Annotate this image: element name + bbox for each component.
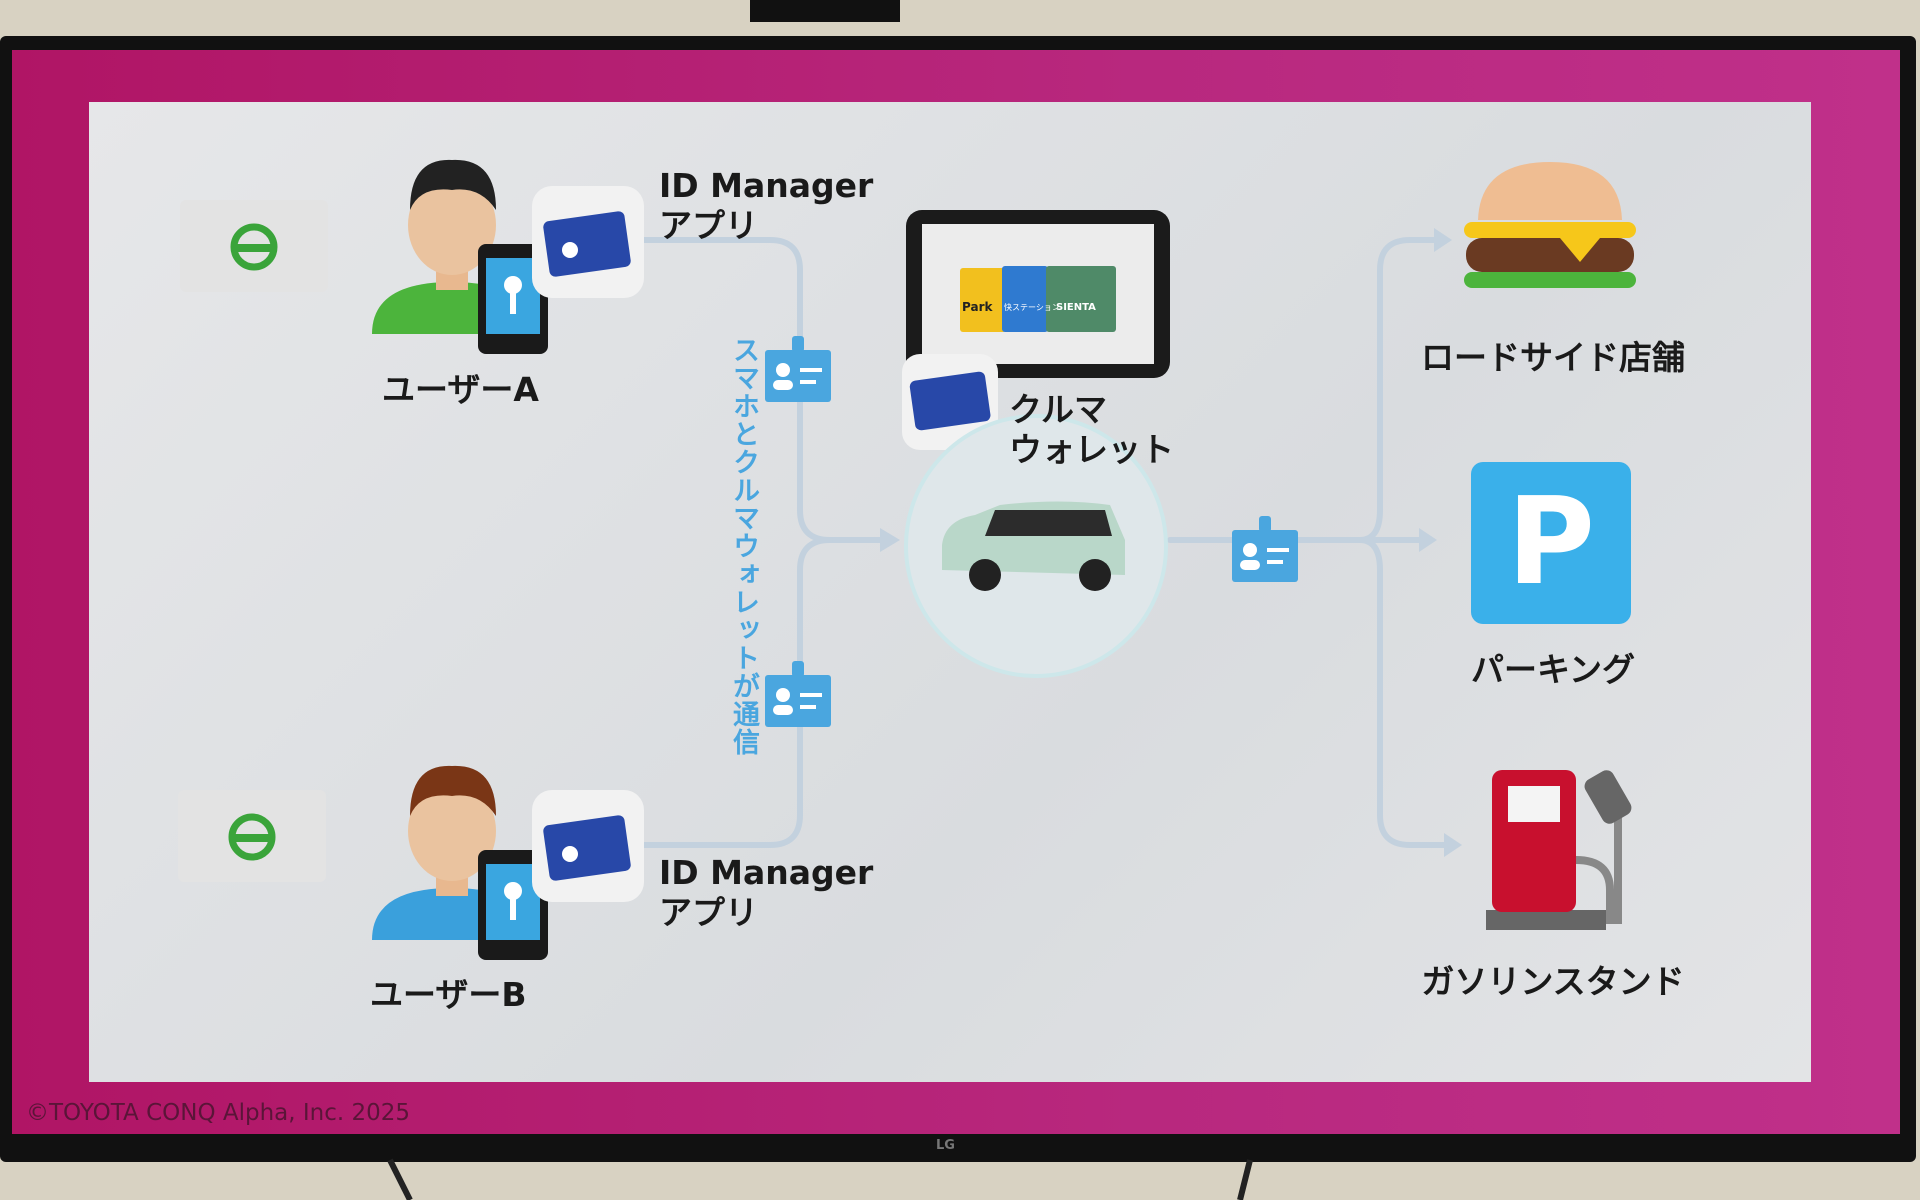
app-label-line1: ID Manager [659,853,874,892]
card-sienta: SIENTA [1056,302,1096,313]
app-label-line2: アプリ [659,206,758,245]
car-wallet-tablet [906,210,1170,378]
id-badge-icon [765,661,831,727]
arrowheads [880,228,1462,857]
card-park: Park [962,300,993,314]
car-key-card-icon [178,790,326,882]
user-b-app-label: ID Manager アプリ [659,853,873,933]
camera [750,0,900,22]
destination-roadside-label: ロードサイド店舗 [1421,338,1685,377]
monitor-brand-logo: LG [936,1138,955,1153]
car-wallet-line2: ウォレット [1009,430,1174,469]
car-icon [942,501,1125,591]
destination-gas-label: ガソリンスタンド [1421,962,1685,1001]
user-a-app-label: ID Manager アプリ [659,166,873,246]
id-manager-app-icon [532,186,644,298]
card-station: 快ステーション [1004,303,1060,312]
car-wallet-app-icon [902,354,998,450]
car-wallet-label: クルマ ウォレット [1009,390,1174,470]
user-a-label: ユーザーA [382,370,539,409]
line-user-b [637,537,833,848]
car-wallet-line1: クルマ [1009,390,1108,429]
monitor-stand [387,1158,1253,1200]
app-label-line1: ID Manager [659,166,874,205]
user-a-avatar [372,159,548,354]
parking-glyph: P [1507,473,1595,612]
burger-icon [1464,162,1636,288]
gas-pump-icon [1486,770,1632,930]
parking-icon [1471,462,1631,624]
car-key-card-icon [180,200,328,292]
id-manager-app-icon [532,790,644,902]
app-label-line2: アプリ [659,893,758,932]
line-gas [1357,537,1453,848]
copyright: ©TOYOTA CONQ Alpha, Inc. 2025 [26,1100,411,1126]
user-b-avatar [372,765,548,960]
flow-lines [637,237,1453,848]
communication-label: スマホとクルマウォレットが通信 [728,336,759,756]
id-badge-icon [1232,516,1298,582]
destination-parking-label: パーキング [1470,650,1636,689]
id-badge-icon [765,336,831,402]
line-roadside [1357,237,1443,543]
user-b-label: ユーザーB [370,975,527,1014]
